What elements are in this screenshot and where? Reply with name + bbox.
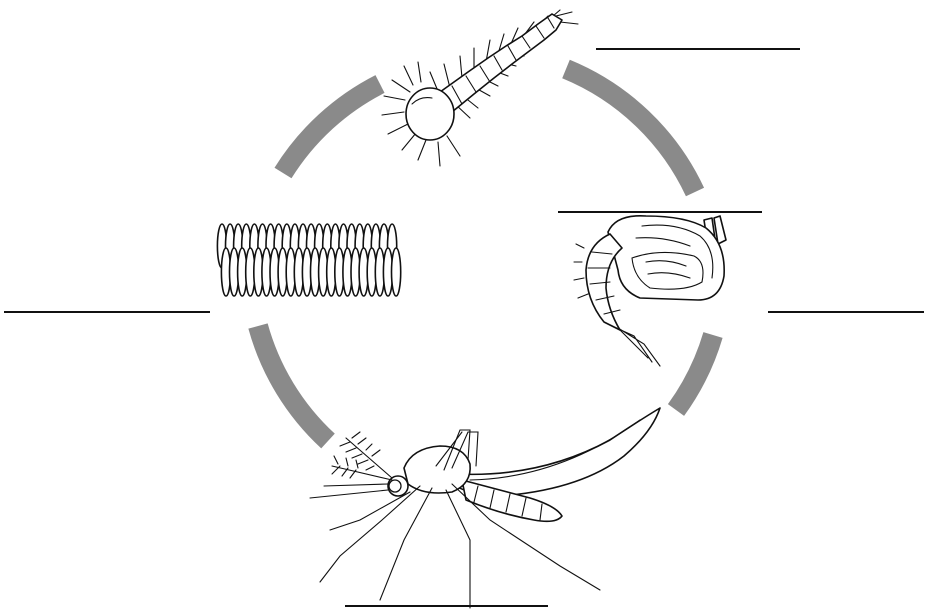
cycle-arc-left-bottom <box>258 326 328 441</box>
label-blanks <box>4 49 924 606</box>
larva-icon <box>382 10 578 166</box>
egg <box>392 248 401 296</box>
egg-raft-icon <box>217 224 400 296</box>
cycle-arc-right-top <box>566 69 695 192</box>
cycle-arc-left-top <box>283 84 380 173</box>
mosquito-icon <box>310 408 660 608</box>
cycle-arc-right-bottom <box>676 335 713 410</box>
